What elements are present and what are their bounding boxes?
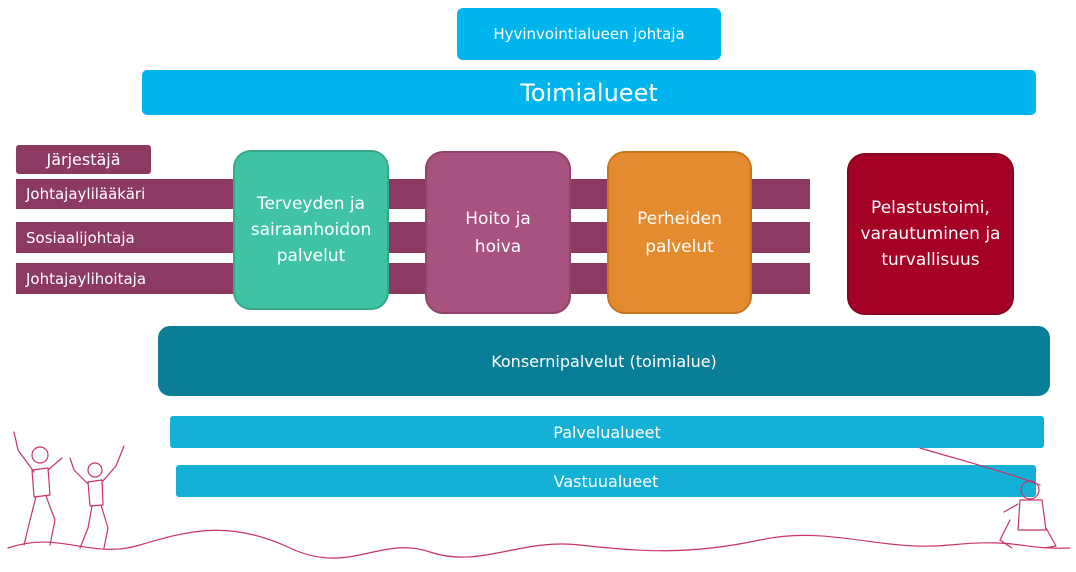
division-label: Terveyden ja sairaanhoidon palvelut	[250, 194, 372, 266]
division-label: Perheiden palvelut	[637, 208, 722, 257]
division-hoito: Hoito ja hoiva	[425, 151, 571, 314]
director-label: Hyvinvointialueen johtaja	[493, 25, 685, 43]
division-label: Pelastustoimi, varautuminen ja turvallis…	[860, 198, 1001, 270]
group-services-label: Konsernipalvelut (toimialue)	[491, 351, 717, 371]
role-label-sosiaalijohtaja: Sosiaalijohtaja	[16, 222, 236, 253]
group-services-bar: Konsernipalvelut (toimialue)	[158, 326, 1050, 396]
role-tag-jarjestaja: Järjestäjä	[16, 145, 151, 174]
role-label-johtajaylilaakari: Johtajaylilääkäri	[16, 179, 236, 209]
division-perheiden: Perheiden palvelut	[607, 151, 752, 314]
role-label: Johtajaylilääkäri	[26, 185, 146, 203]
runner-figure-right	[69, 445, 125, 549]
domains-label: Toimialueet	[520, 78, 658, 107]
division-pelastustoimi: Pelastustoimi, varautuminen ja turvallis…	[847, 153, 1014, 315]
runner-figure-left	[13, 431, 63, 546]
role-label-johtajaylihoitaja: Johtajaylihoitaja	[16, 263, 236, 294]
domains-bar: Toimialueet	[142, 70, 1036, 115]
seated-figure	[919, 447, 1057, 549]
role-label: Johtajaylihoitaja	[26, 269, 147, 288]
service-areas-label: Palvelualueet	[553, 422, 661, 442]
ground-wave-line	[7, 529, 1071, 559]
director-box: Hyvinvointialueen johtaja	[457, 8, 721, 60]
division-terveyden: Terveyden ja sairaanhoidon palvelut	[233, 150, 389, 310]
division-label: Hoito ja hoiva	[465, 208, 531, 257]
role-label: Sosiaalijohtaja	[26, 228, 135, 247]
responsibility-areas-label: Vastuualueet	[553, 471, 659, 491]
responsibility-areas-bar: Vastuualueet	[176, 465, 1036, 497]
service-areas-bar: Palvelualueet	[170, 416, 1044, 448]
role-label: Järjestäjä	[46, 150, 121, 169]
